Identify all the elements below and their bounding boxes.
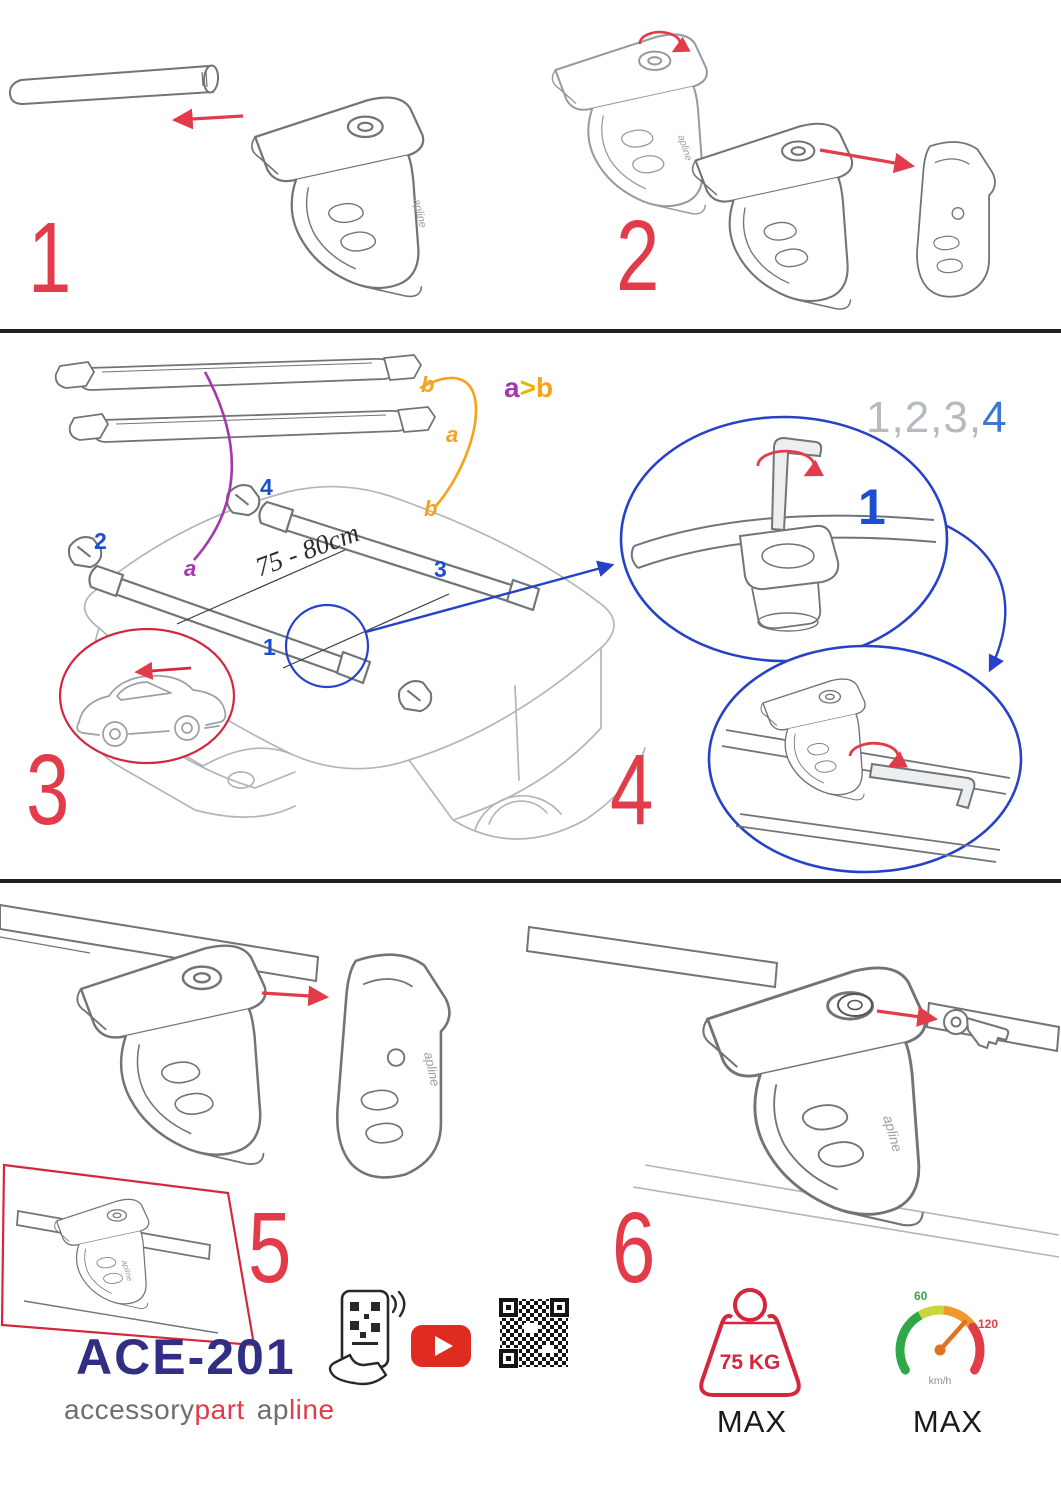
rotate-arrow <box>756 449 824 477</box>
keyhole-drawing <box>847 999 863 1011</box>
foot-clamp-drawing <box>76 944 267 1166</box>
roof-bar-b-label: b <box>424 496 438 521</box>
model-code: ACE-201 <box>76 1329 296 1385</box>
rotate-arrow <box>638 30 691 53</box>
weight-max-label: MAX <box>716 1404 788 1439</box>
brand-ap: ap <box>256 1394 289 1425</box>
section-divider-1 <box>0 329 1061 333</box>
position-2-label: 2 <box>94 528 107 554</box>
step6-illustration: apline <box>525 925 1061 1258</box>
assembled-view-frame <box>0 1163 256 1347</box>
step1-number: 1 <box>28 202 71 314</box>
brand-accessory: accessory <box>64 1394 195 1425</box>
attach-direction-arrow <box>261 985 330 1007</box>
apline-mark: apline <box>421 1051 443 1088</box>
speed-high: 120 <box>978 1317 998 1331</box>
lock-cylinder-drawing <box>837 993 873 1017</box>
crossbar-b-drawing <box>54 354 422 391</box>
position-1-label: 1 <box>263 634 276 660</box>
qr-phone-scan-icon <box>328 1289 406 1386</box>
weight-value: 75 KG <box>720 1351 781 1374</box>
compare-a: a <box>504 372 520 403</box>
detail-step-callout: 1 <box>858 479 886 535</box>
car-direction-callout <box>58 627 236 765</box>
detail-tighten-top-illustration <box>619 415 949 663</box>
front-direction-arrow <box>134 661 192 680</box>
rotate-arrow <box>848 741 908 768</box>
order-gray: 1,2,3, <box>866 393 983 442</box>
brand-part: part <box>194 1394 245 1425</box>
compare-b: b <box>535 372 554 403</box>
brand-line: line <box>288 1394 335 1425</box>
step5-number: 5 <box>248 1192 291 1304</box>
order-blue: 4 <box>982 393 1008 442</box>
speed-low: 60 <box>914 1289 928 1303</box>
foot-clamp-drawing <box>54 1198 150 1310</box>
step2-illustration: apline <box>551 30 996 311</box>
crossbar-tube-drawing <box>8 64 220 106</box>
qr-finder-patterns <box>498 1297 570 1369</box>
slide-direction-arrow <box>171 108 244 130</box>
foot-clamp-drawing <box>551 33 708 215</box>
rail-bracket-drawing <box>397 680 433 713</box>
max-speed-icon: 60 120 km/h <box>895 1289 998 1387</box>
clamp-cover-drawing <box>916 141 996 298</box>
allen-key-icon <box>868 762 976 810</box>
step5-illustration: apline apline <box>0 903 451 1347</box>
rail-bracket-drawing <box>225 484 261 517</box>
key-direction-arrow <box>876 1006 939 1027</box>
foot-clamp-drawing <box>250 96 425 298</box>
step1-illustration: apline <box>8 64 429 298</box>
step4-number: 4 <box>610 734 653 846</box>
compare-gt: > <box>519 372 536 403</box>
step3-number: 3 <box>26 734 69 846</box>
roof-bar-a-label: a <box>184 556 197 581</box>
foot-clamp-drawing <box>701 966 927 1227</box>
qr-code-icon <box>498 1297 570 1369</box>
bar-a-label: a <box>446 422 459 447</box>
speedo-needle <box>937 1319 968 1353</box>
clamp-top-drawing <box>738 524 840 632</box>
youtube-icon <box>411 1325 471 1367</box>
position-3-label: 3 <box>434 556 447 582</box>
bar-b-label: b <box>421 372 435 397</box>
step2-number: 2 <box>616 200 659 312</box>
section-divider-2 <box>0 879 1061 883</box>
tightening-order-label: 1,2,3,4 <box>866 396 1008 440</box>
speed-max-label: MAX <box>912 1404 984 1439</box>
bar-compare-label: a>b <box>504 374 553 402</box>
attach-direction-arrow <box>819 148 916 174</box>
max-weight-icon: 75 KG <box>699 1288 801 1397</box>
mini-car-drawing <box>76 674 227 747</box>
position-4-label: 4 <box>260 474 273 500</box>
step6-number: 6 <box>612 1192 655 1304</box>
detail-tighten-side-illustration <box>707 644 1023 874</box>
speed-unit: km/h <box>929 1375 952 1387</box>
